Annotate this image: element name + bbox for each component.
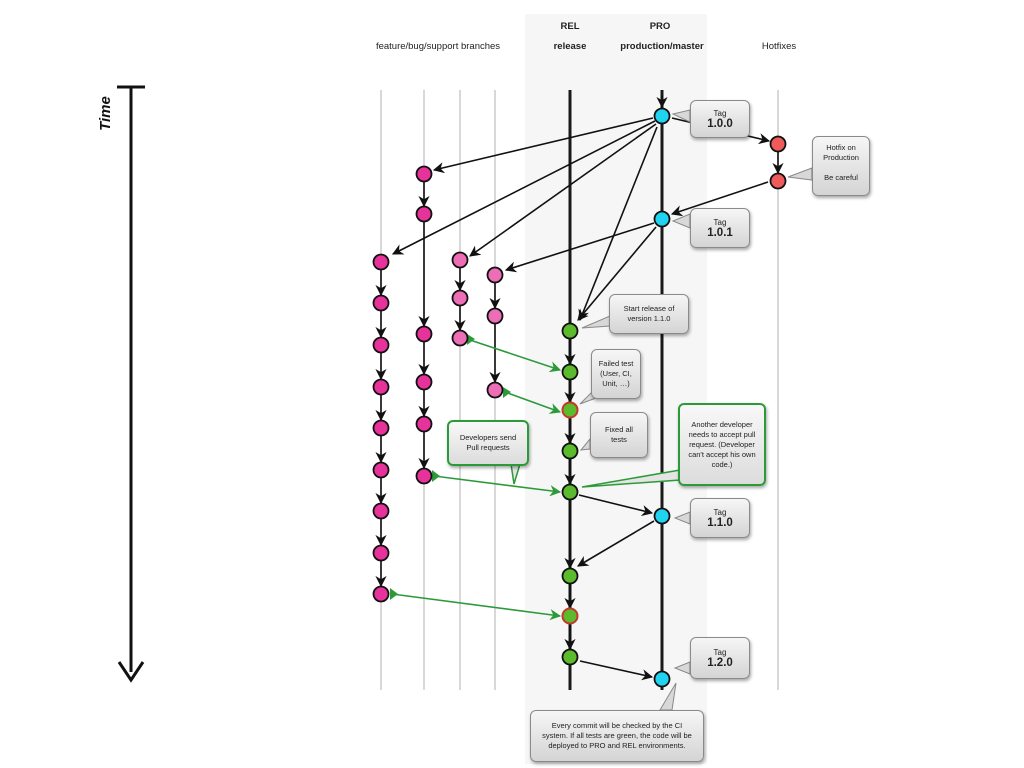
production-commit-node	[653, 670, 671, 688]
feature-commit-node	[451, 251, 469, 269]
feature-commit-node	[372, 294, 390, 312]
feature-commit-node	[372, 253, 390, 271]
feature-commit-node	[415, 165, 433, 183]
tag-version: 1.1.0	[707, 517, 733, 529]
feature-commit-node	[372, 544, 390, 562]
start-release-callout: Start release of version 1.1.0	[609, 294, 689, 334]
release-commit-node	[561, 567, 579, 585]
feature-commit-node	[372, 585, 390, 603]
commit-chains	[375, 96, 784, 651]
release-commit-node	[561, 442, 579, 460]
tag-1-0-0-callout: Tag 1.0.0	[690, 100, 750, 138]
time-axis-label: Time	[96, 96, 114, 131]
feature-commit-node	[415, 205, 433, 223]
hotfix-commit-node	[769, 172, 787, 190]
tag-word: Tag	[713, 508, 727, 517]
failed-commit-node	[561, 401, 579, 419]
production-commit-node	[653, 107, 671, 125]
tag-word: Tag	[713, 648, 727, 657]
feature-commit-node	[486, 381, 504, 399]
header-feature-branches: feature/bug/support branches	[375, 41, 501, 52]
tag-1-0-1-callout: Tag 1.0.1	[690, 208, 750, 248]
failed-test-callout: Failed test (User, CI, Unit, …)	[591, 349, 641, 399]
feature-commit-node	[451, 329, 469, 347]
feature-commit-node	[415, 325, 433, 343]
merge-arrows	[392, 117, 771, 681]
pull-requests-callout: Developers send Pull requests	[447, 420, 529, 466]
pull-request-review-callout: Another developer needs to accept pull r…	[678, 403, 766, 486]
header-hotfixes: Hotfixes	[761, 41, 797, 52]
hotfix-commit-node	[769, 135, 787, 153]
feature-commit-node	[415, 467, 433, 485]
tag-version: 1.0.1	[707, 227, 733, 239]
production-commit-node	[653, 507, 671, 525]
tag-1-2-0-callout: Tag 1.2.0	[690, 637, 750, 679]
feature-commit-node	[415, 373, 433, 391]
feature-commit-node	[372, 502, 390, 520]
header-production: production/master	[620, 41, 704, 52]
failed-commit-node	[561, 607, 579, 625]
feature-commit-node	[451, 289, 469, 307]
release-commit-node	[561, 483, 579, 501]
header-rel: REL	[560, 21, 580, 32]
hotfix-callout: Hotfix on Production Be careful	[812, 136, 870, 196]
tag-word: Tag	[713, 109, 727, 118]
tag-1-1-0-callout: Tag 1.1.0	[690, 498, 750, 538]
header-release: release	[553, 41, 587, 52]
feature-commit-node	[415, 415, 433, 433]
feature-commit-node	[372, 378, 390, 396]
release-commit-node	[561, 322, 579, 340]
callout-pointers	[579, 109, 813, 711]
fixed-tests-callout: Fixed all tests	[590, 412, 648, 458]
feature-commit-node	[486, 307, 504, 325]
pull-request-starts	[390, 334, 511, 600]
production-commit-node	[653, 210, 671, 228]
release-commit-node	[561, 363, 579, 381]
ci-system-callout: Every commit will be checked by the CI s…	[530, 710, 704, 762]
time-axis	[117, 85, 145, 683]
release-commit-node	[561, 648, 579, 666]
feature-commit-node	[372, 461, 390, 479]
feature-commit-node	[486, 266, 504, 284]
feature-commit-node	[372, 336, 390, 354]
commit-nodes	[372, 107, 787, 688]
tag-word: Tag	[713, 218, 727, 227]
tag-version: 1.2.0	[707, 657, 733, 669]
header-pro: PRO	[649, 21, 671, 32]
tag-version: 1.0.0	[707, 118, 733, 130]
feature-commit-node	[372, 419, 390, 437]
pull-request-arrows	[391, 339, 562, 621]
